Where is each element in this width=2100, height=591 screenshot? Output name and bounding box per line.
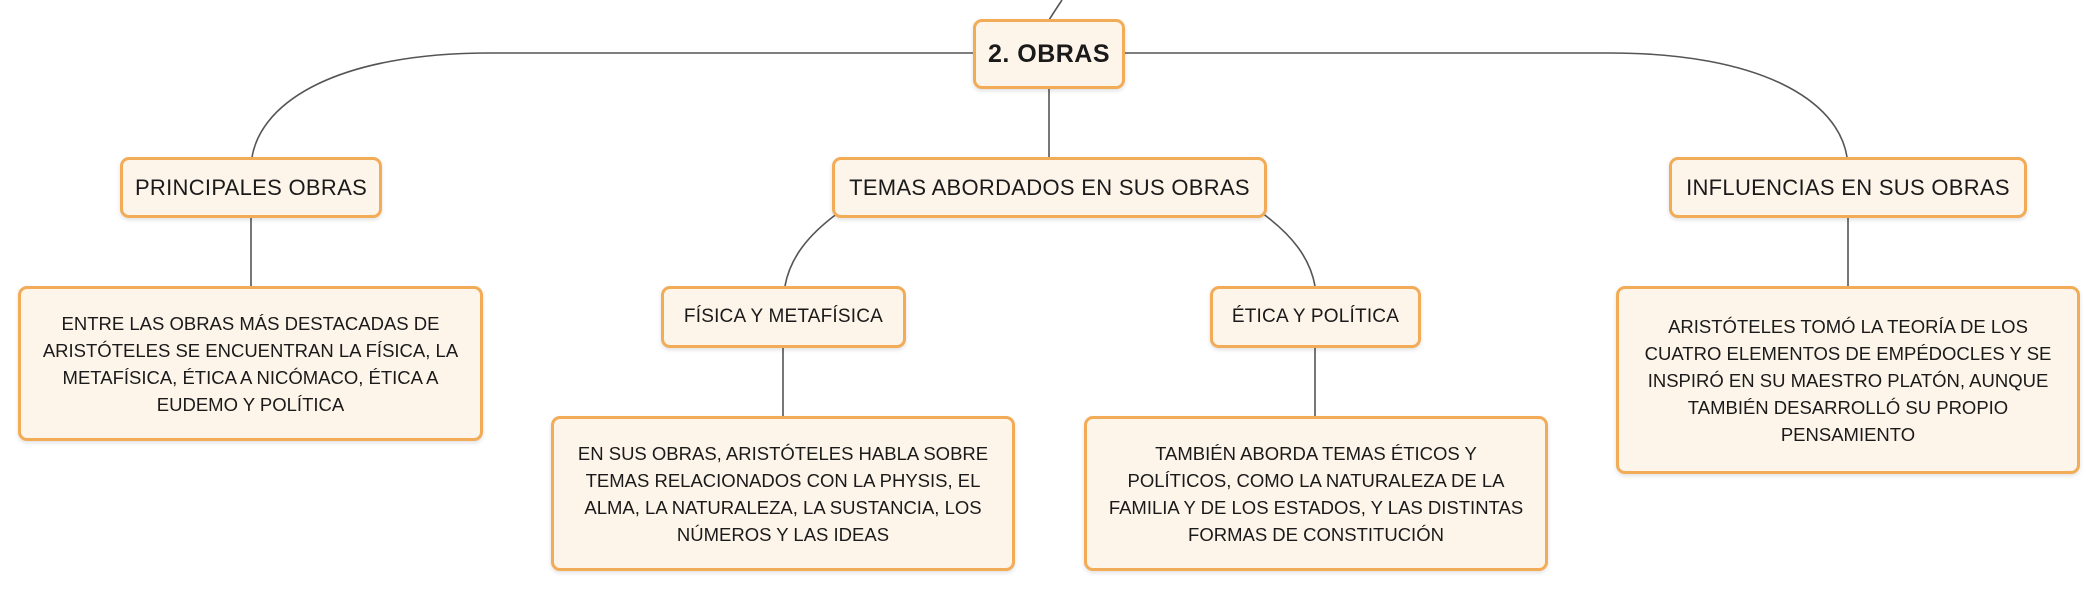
node-influencias-description-text: ARISTÓTELES TOMÓ LA TEORÍA DE LOS CUATRO…	[1644, 315, 2052, 445]
connector-root-to-principales	[251, 52, 975, 158]
node-fisica-description-text: EN SUS OBRAS, ARISTÓTELES HABLA SOBRE TE…	[577, 442, 989, 545]
node-etica-description[interactable]: TAMBIÉN ABORDA TEMAS ÉTICOS Y POLÍTICOS,…	[1084, 416, 1548, 571]
node-temas-abordados-label: TEMAS ABORDADOS EN SUS OBRAS	[849, 174, 1250, 200]
node-etica-politica-label: ÉTICA Y POLÍTICA	[1231, 306, 1400, 327]
node-influencias-label: INFLUENCIAS EN SUS OBRAS	[1686, 174, 2010, 200]
node-influencias-description[interactable]: ARISTÓTELES TOMÓ LA TEORÍA DE LOS CUATRO…	[1616, 286, 2080, 474]
node-influencias[interactable]: INFLUENCIAS EN SUS OBRAS	[1669, 157, 2027, 218]
connector-root-to-parent-offscreen	[1048, 0, 1063, 21]
node-fisica-description[interactable]: EN SUS OBRAS, ARISTÓTELES HABLA SOBRE TE…	[551, 416, 1015, 571]
connector-temas-to-etica	[1261, 212, 1316, 287]
node-fisica-metafisica[interactable]: FÍSICA Y METAFÍSICA	[661, 286, 906, 348]
root-node[interactable]: 2. OBRAS	[973, 19, 1125, 89]
node-principales-obras-label: PRINCIPALES OBRAS	[134, 174, 368, 200]
node-etica-description-text: TAMBIÉN ABORDA TEMAS ÉTICOS Y POLÍTICOS,…	[1108, 442, 1524, 545]
node-fisica-metafisica-label: FÍSICA Y METAFÍSICA	[683, 306, 884, 327]
node-principales-description[interactable]: ENTRE LAS OBRAS MÁS DESTACADAS DE ARISTÓ…	[18, 286, 483, 441]
node-temas-abordados[interactable]: TEMAS ABORDADOS EN SUS OBRAS	[832, 157, 1267, 218]
node-etica-politica[interactable]: ÉTICA Y POLÍTICA	[1210, 286, 1421, 348]
connector-temas-to-fisica	[784, 212, 839, 287]
node-principales-obras[interactable]: PRINCIPALES OBRAS	[120, 157, 382, 218]
connector-root-to-influencias	[1125, 52, 1848, 158]
node-principales-description-text: ENTRE LAS OBRAS MÁS DESTACADAS DE ARISTÓ…	[42, 312, 459, 415]
root-node-label: 2. OBRAS	[987, 39, 1111, 68]
